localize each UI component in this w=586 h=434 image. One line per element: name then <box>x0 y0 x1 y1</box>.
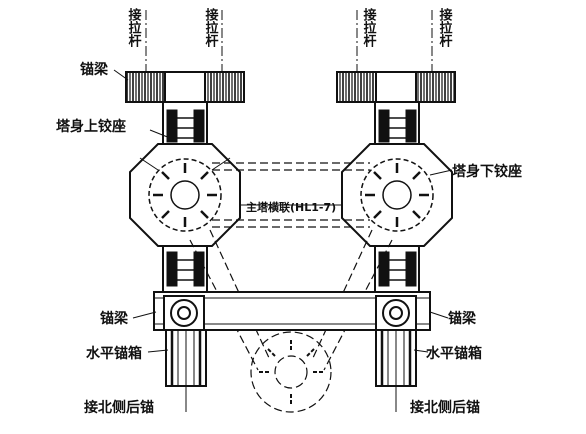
anchor-beam-top-label: 锚梁 <box>80 61 109 78</box>
tie-rod-label-1: 接拉杆 <box>126 7 142 48</box>
top-anchor-beam-left <box>125 71 245 103</box>
lower-hinge-seat-label: 塔身下铰座 <box>452 163 522 180</box>
north-rear-anchor-left-label: 接北侧后锚 <box>84 399 154 416</box>
lower-column-left <box>162 245 208 293</box>
tie-rod-label-2: 接拉杆 <box>203 7 219 48</box>
horizontal-anchor-box-left <box>165 329 207 387</box>
hinge-node-left <box>129 143 241 247</box>
upper-hinge-seat-left <box>162 101 208 145</box>
upper-hinge-seat-label: 塔身上铰座 <box>56 118 126 135</box>
main-tower-cross-link <box>212 162 370 228</box>
horizontal-anchor-box-right <box>375 329 417 387</box>
tie-rod-label-4: 接拉杆 <box>437 7 453 48</box>
main-tower-cross-link-label: 主塔横联(HL1-7) <box>246 200 336 214</box>
tie-rods <box>145 10 433 74</box>
anchor-beam-left-label: 锚梁 <box>100 310 129 327</box>
tie-rod-label-3: 接拉杆 <box>361 7 377 48</box>
top-anchor-beam-right <box>336 71 456 103</box>
horizontal-anchor-box-left-label: 水平锚箱 <box>86 345 142 362</box>
hinge-node-right <box>341 143 453 247</box>
anchor-beam-right-label: 锚梁 <box>448 310 477 327</box>
lower-column-right <box>374 245 420 293</box>
lower-ghost-hinge-spokes <box>259 340 323 404</box>
horizontal-anchor-box-right-label: 水平锚箱 <box>426 345 482 362</box>
anchor-beam-horizontal <box>153 291 431 331</box>
upper-hinge-seat-right <box>374 101 420 145</box>
north-rear-anchor-right-label: 接北侧后锚 <box>410 399 480 416</box>
